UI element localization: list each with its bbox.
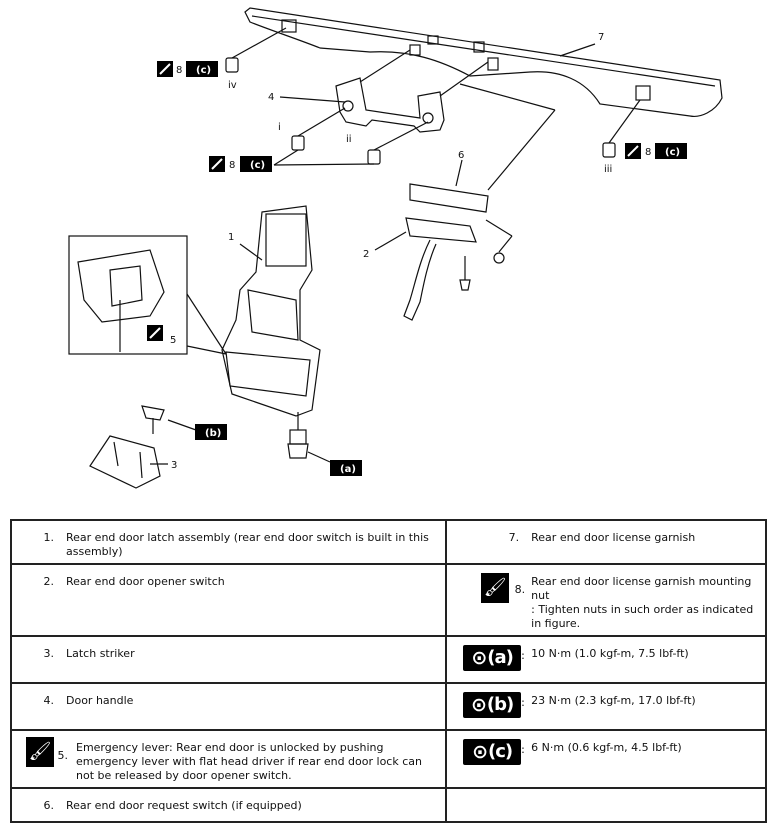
request-switch-bracket: [409, 183, 489, 213]
license-garnish: [244, 7, 723, 117]
item-number: 8.: [514, 583, 526, 596]
item-text: Rear end door request switch (if equippe…: [66, 799, 302, 812]
item-text: Latch striker: [66, 647, 135, 660]
latch-assembly: [221, 205, 321, 417]
callout-2: 2: [363, 249, 369, 260]
table-row: 6. Rear end door request switch (if equi…: [9, 787, 767, 823]
tag-grease-8-c-top: 8 (c): [157, 61, 218, 77]
callout-7: 7: [598, 32, 604, 43]
svg-text:8: 8: [176, 65, 182, 76]
table-row: 3. Latch striker ⊙(a) : 10 N·m (1.0 kgf-…: [9, 635, 767, 684]
exploded-diagram: 7 4 6 2 1 5 3 i ii iii iv 8 (c) 8 (c) 8 …: [68, 7, 723, 489]
table-row: 1. Rear end door latch assembly (rear en…: [9, 519, 767, 565]
latch-striker: [89, 435, 161, 489]
item-text: 6 N·m (0.6 kgf-m, 4.5 lbf-ft): [531, 741, 682, 754]
table-row: 2. Rear end door opener switch 🖌 8. Rear…: [9, 563, 767, 637]
grease-brush-icon: 🖌: [26, 737, 54, 767]
legend-table: 1. Rear end door latch assembly (rear en…: [9, 519, 767, 823]
tag-grease-8-c-mid: 8 (c): [209, 156, 272, 172]
svg-text:8: 8: [229, 160, 235, 171]
torque-wrench-icon: ⊙(a): [463, 645, 522, 671]
item-text: Emergency lever: Rear end door is unlock…: [76, 741, 422, 782]
item-text: Door handle: [66, 694, 134, 707]
item-text: Rear end door license garnish mounting n…: [531, 575, 754, 630]
callout-3: 3: [171, 460, 177, 471]
tag-torque-a: (a): [330, 460, 362, 476]
item-number: 1.: [43, 531, 55, 544]
svg-text:(c): (c): [250, 160, 265, 171]
item-number: 3.: [43, 647, 55, 660]
item-number: 6.: [43, 799, 55, 812]
callout-6: 6: [458, 150, 464, 161]
svg-text:(a): (a): [340, 464, 356, 475]
torque-wrench-icon: ⊙(c): [463, 739, 522, 765]
callout-iii: iii: [604, 164, 612, 175]
item-text: 10 N·m (1.0 kgf-m, 7.5 lbf-ft): [531, 647, 689, 660]
tag-torque-b: (b): [195, 424, 227, 440]
item-text: Rear end door latch assembly (rear end d…: [66, 531, 429, 558]
callout-i: i: [278, 122, 281, 133]
svg-text:8: 8: [645, 147, 651, 158]
item-text: 23 N·m (2.3 kgf-m, 17.0 lbf-ft): [531, 694, 696, 707]
opener-switch: [405, 217, 477, 243]
tag-grease-8-c-right: 8 (c): [625, 143, 687, 159]
table-row: 🖌 5. Emergency lever: Rear end door is u…: [9, 729, 767, 789]
item-number: 4.: [43, 694, 55, 707]
door-handle: [335, 77, 445, 133]
tag-grease-5: [147, 325, 163, 341]
item-number: 5.: [57, 749, 69, 762]
item-number: 2.: [43, 575, 55, 588]
svg-text:(b): (b): [205, 428, 221, 439]
svg-text:(c): (c): [196, 65, 211, 76]
callout-5: 5: [170, 335, 176, 346]
item-number: 7.: [508, 531, 520, 544]
callout-ii: ii: [346, 134, 352, 145]
svg-text:(c): (c): [665, 147, 680, 158]
callout-iv: iv: [228, 80, 237, 91]
item-text: Rear end door license garnish: [531, 531, 696, 544]
item-text: Rear end door opener switch: [66, 575, 225, 588]
torque-wrench-icon: ⊙(b): [463, 692, 522, 718]
table-row: 4. Door handle ⊙(b) : 23 N·m (2.3 kgf-m,…: [9, 682, 767, 731]
callout-1: 1: [228, 232, 234, 243]
callout-4: 4: [268, 92, 274, 103]
grease-brush-icon: 🖌: [481, 573, 510, 603]
